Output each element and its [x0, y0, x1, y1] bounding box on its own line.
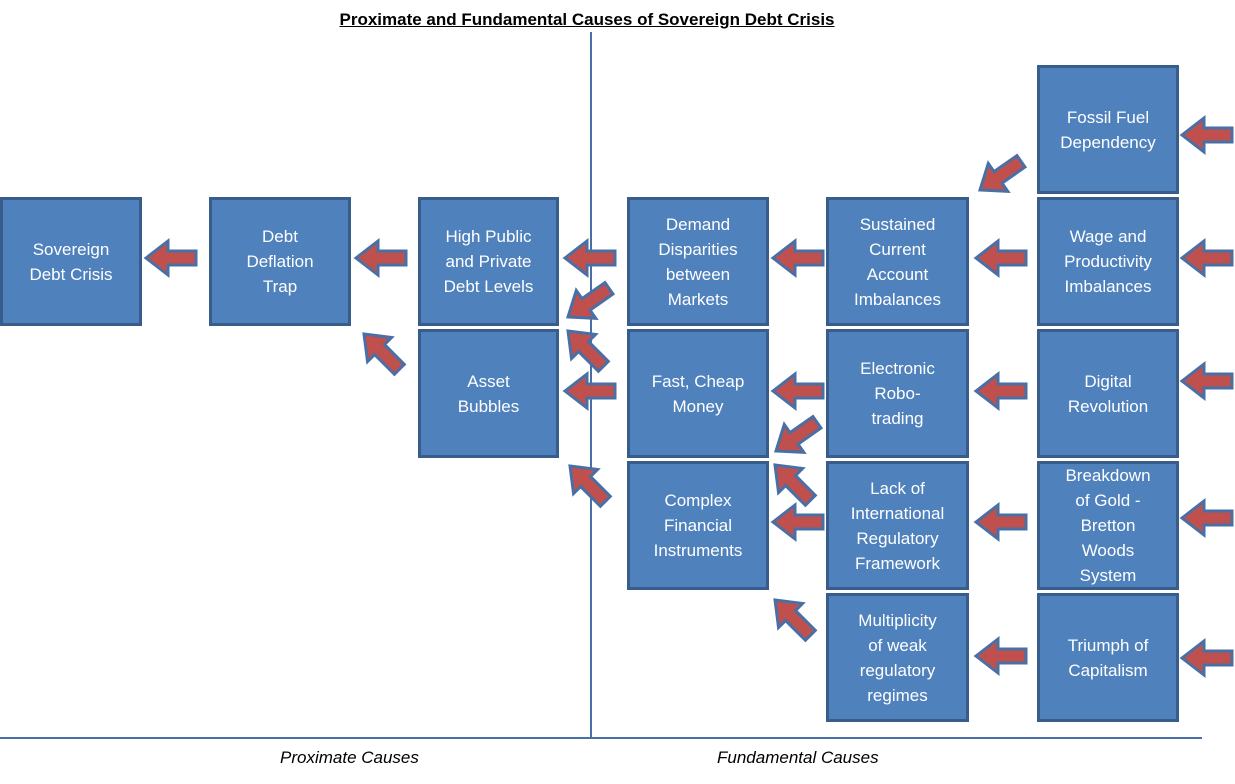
arrow-16 [1179, 114, 1234, 156]
arrow-4 [770, 237, 825, 279]
box-wage-productivity-imbalances: Wage and Productivity Imbalances [1037, 197, 1179, 326]
arrow-20 [362, 332, 407, 377]
arrow-12 [973, 501, 1028, 543]
box-asset-bubbles: Asset Bubbles [418, 329, 559, 458]
box-sovereign-debt-crisis: Sovereign Debt Crisis [0, 197, 142, 326]
arrow-11 [770, 501, 825, 543]
arrow-22 [568, 464, 613, 509]
box-multiplicity-weak-regimes: Multiplicity of weak regulatory regimes [826, 593, 969, 722]
arrow-23 [773, 463, 818, 508]
arrow-7 [562, 370, 617, 412]
footer-proximate-causes: Proximate Causes [280, 748, 419, 767]
arrow-3 [562, 237, 617, 279]
arrow-24 [773, 598, 818, 643]
arrow-5 [973, 237, 1028, 279]
box-triumph-of-capitalism: Triumph of Capitalism [1037, 593, 1179, 722]
arrow-1 [143, 237, 198, 279]
box-fossil-fuel-dependency: Fossil Fuel Dependency [1037, 65, 1179, 194]
box-high-debt-levels: High Public and Private Debt Levels [418, 197, 559, 326]
arrow-17 [977, 153, 1028, 193]
box-debt-deflation-trap: Debt Deflation Trap [209, 197, 351, 326]
diagram-title: Proximate and Fundamental Causes of Sove… [339, 10, 835, 29]
arrow-18 [565, 280, 616, 320]
box-lack-of-regulatory-framework: Lack of International Regulatory Framewo… [826, 461, 969, 590]
arrow-2 [353, 237, 408, 279]
divider-horizontal [0, 737, 1202, 739]
box-fast-cheap-money: Fast, Cheap Money [627, 329, 769, 458]
box-complex-financial-instruments: Complex Financial Instruments [627, 461, 769, 590]
arrow-21 [566, 329, 611, 374]
arrow-19 [773, 414, 824, 454]
arrow-9 [973, 370, 1028, 412]
box-breakdown-bretton-woods: Breakdown of Gold - Bretton Woods System [1037, 461, 1179, 590]
arrow-8 [770, 370, 825, 412]
box-current-account-imbalances: Sustained Current Account Imbalances [826, 197, 969, 326]
arrow-10 [1179, 360, 1234, 402]
footer-fundamental-causes: Fundamental Causes [717, 748, 879, 767]
box-digital-revolution: Digital Revolution [1037, 329, 1179, 458]
arrow-6 [1179, 237, 1234, 279]
arrow-14 [973, 635, 1028, 677]
arrow-13 [1179, 497, 1234, 539]
box-demand-disparities: Demand Disparities between Markets [627, 197, 769, 326]
arrow-15 [1179, 637, 1234, 679]
box-electronic-robo-trading: Electronic Robo- trading [826, 329, 969, 458]
